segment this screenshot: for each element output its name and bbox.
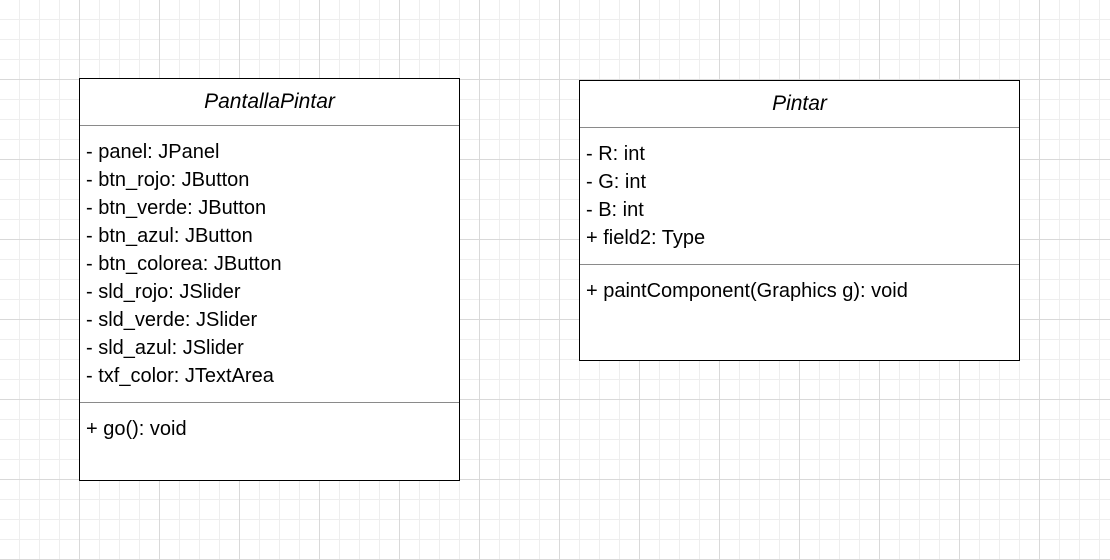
attribute-row: - R: int — [586, 143, 645, 165]
attribute-row: - sld_verde: JSlider — [86, 309, 258, 331]
attribute-row: - G: int — [586, 171, 647, 193]
method-row: + paintComponent(Graphics g): void — [586, 280, 908, 302]
class-box-pintar[interactable]: Pintar - R: int - G: int - B: int + fiel… — [579, 80, 1020, 361]
attribute-row: - sld_rojo: JSlider — [86, 281, 241, 303]
class-box-pantallapintar[interactable]: PantallaPintar - panel: JPanel - btn_roj… — [79, 78, 460, 481]
attribute-row: - btn_verde: JButton — [86, 197, 267, 219]
attributes-section: - panel: JPanel - btn_rojo: JButton - bt… — [80, 126, 459, 403]
method-row: + go(): void — [86, 418, 187, 440]
attribute-row: - txf_color: JTextArea — [86, 365, 274, 387]
attribute-row: - panel: JPanel — [86, 141, 220, 163]
attribute-row: - B: int — [586, 199, 644, 221]
methods-section: + go(): void — [80, 403, 459, 443]
class-name: PantallaPintar — [80, 79, 459, 126]
attributes-section: - R: int - G: int - B: int + field2: Typ… — [580, 128, 1019, 265]
class-name: Pintar — [580, 81, 1019, 128]
attribute-row: - sld_azul: JSlider — [86, 337, 244, 359]
attribute-row: + field2: Type — [586, 227, 706, 249]
attribute-row: - btn_colorea: JButton — [86, 253, 282, 275]
attribute-row: - btn_azul: JButton — [86, 225, 253, 247]
attribute-row: - btn_rojo: JButton — [86, 169, 250, 191]
methods-section: + paintComponent(Graphics g): void — [580, 265, 1019, 305]
